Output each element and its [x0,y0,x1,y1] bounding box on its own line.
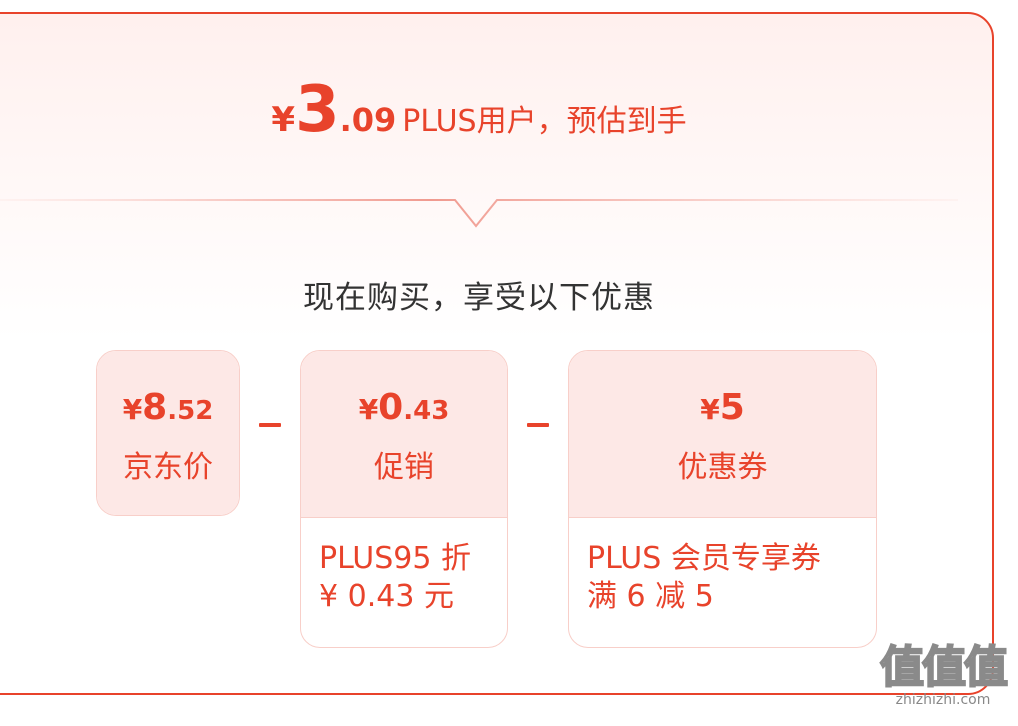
coupon-detail: PLUS 会员专享券 满 6 减 5 [569,517,876,617]
coupon-top: ¥5 优惠券 [569,351,876,517]
headline-text: PLUS用户，预估到手 [402,104,687,139]
watermark-site: zhizhizhi.com [895,692,991,708]
promotion-integer: 0 [378,387,404,428]
promotion-detail: PLUS95 折 ¥ 0.43 元 [301,517,507,617]
jd-price-currency: ¥ [122,393,143,426]
jd-price-box: ¥8.52 京东价 [96,350,240,516]
jd-price-integer: 8 [142,387,168,428]
promotion-top: ¥0.43 促销 [301,351,507,517]
coupon-detail-line1: PLUS 会员专享券 [587,541,821,576]
minus-sign [527,423,549,427]
coupon-box: ¥5 优惠券 PLUS 会员专享券 满 6 减 5 [568,350,877,648]
promotion-box: ¥0.43 促销 PLUS95 折 ¥ 0.43 元 [300,350,508,648]
coupon-amount: ¥5 [569,387,876,428]
coupon-integer: 5 [719,387,745,428]
offers-subtitle: 现在购买，享受以下优惠 [303,280,655,316]
divider-pointer [0,199,958,228]
jd-price-decimal: .52 [167,396,214,426]
headline-currency: ¥ [271,100,296,140]
minus-sign [259,423,281,427]
headline-price-decimal: .09 [339,101,397,139]
site-watermark: 值值值 zhizhizhi.com [868,642,1018,726]
jd-price-amount: ¥8.52 [97,387,239,428]
jd-price-label: 京东价 [123,450,213,485]
promotion-detail-line1: PLUS95 折 [319,541,472,576]
coupon-label: 优惠券 [677,450,768,485]
promotion-amount: ¥0.43 [301,387,507,428]
promotion-label: 促销 [374,450,434,485]
coupon-currency: ¥ [700,393,720,426]
promotion-decimal: .43 [403,396,450,426]
jd-price-top: ¥8.52 京东价 [97,351,239,515]
promotion-currency: ¥ [358,393,379,426]
watermark-logo: 值值值 [879,642,1009,693]
headline-price-integer: 3 [295,73,340,147]
coupon-detail-line2: 满 6 减 5 [587,579,714,615]
promotion-detail-line2: ¥ 0.43 元 [319,579,454,615]
